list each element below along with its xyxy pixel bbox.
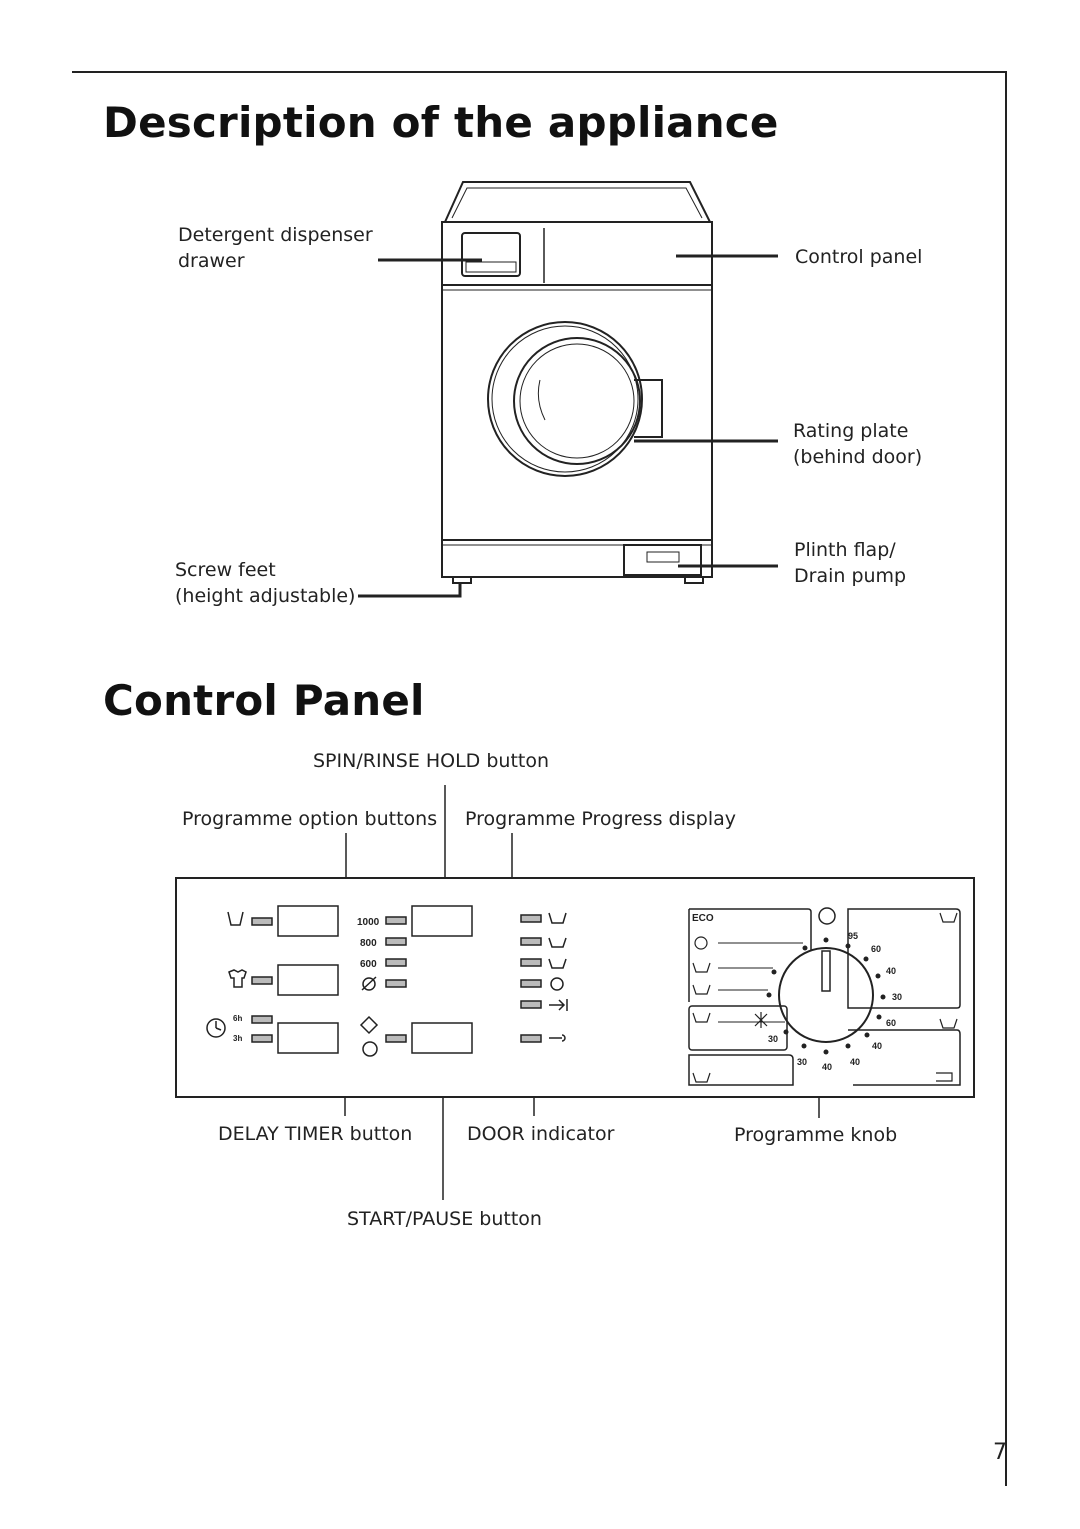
knob-temp-40a: 40	[886, 966, 896, 976]
door-outer	[487, 321, 643, 477]
spin-speed-600: 600	[360, 959, 377, 970]
delay-6h: 6h	[233, 1014, 242, 1023]
label-delay-timer: DELAY TIMER button	[218, 1123, 413, 1145]
cotton-icon	[939, 912, 958, 923]
wool-icon	[692, 1072, 711, 1083]
delay-3h: 3h	[233, 1034, 242, 1043]
page-frame-top	[72, 71, 1007, 73]
programme-box-right	[847, 908, 961, 1009]
handwash-icon	[692, 1012, 711, 1023]
control-panel-outline	[175, 877, 975, 1098]
synthetics-icon	[939, 1018, 958, 1029]
rinse-icon	[692, 984, 711, 995]
page-number: 7	[993, 1440, 1007, 1465]
start-icon	[359, 1015, 379, 1035]
door-key-icon	[549, 1034, 566, 1042]
eco-label: ECO	[692, 913, 714, 924]
drain-icon	[936, 1072, 953, 1082]
label-programme-knob: Programme knob	[734, 1124, 898, 1146]
screw-foot-right	[684, 576, 704, 584]
knob-temp-30c: 30	[797, 1057, 807, 1067]
spin-speed-800: 800	[360, 938, 377, 949]
page-frame-right	[1005, 71, 1007, 1486]
label-door-indicator: DOOR indicator	[467, 1123, 615, 1145]
prewash-icon	[227, 911, 244, 926]
knob-temp-60a: 60	[871, 944, 881, 954]
knob-dots	[766, 937, 886, 1055]
no-spin-icon	[362, 977, 376, 991]
label-rating-plate: Rating plate (behind door)	[793, 420, 923, 468]
start-pause-button	[411, 1022, 473, 1054]
knob-temp-30b: 30	[768, 1034, 778, 1044]
label-progress-display: Programme Progress display	[465, 808, 736, 830]
delicate-icon	[692, 962, 711, 973]
label-plinth-flap: Plinth flap/ Drain pump	[794, 539, 907, 587]
knob-temp-40b: 40	[872, 1041, 882, 1051]
programme-icons	[692, 912, 958, 1083]
programme-knob	[778, 947, 874, 1043]
shirt-icon	[228, 969, 247, 988]
door-handle	[634, 379, 663, 438]
pause-icon	[362, 1041, 378, 1057]
label-detergent-drawer: Detergent dispenser drawer	[178, 224, 373, 272]
machine-body	[441, 221, 713, 578]
section-title-appliance: Description of the appliance	[103, 98, 779, 147]
cold-wash-icon	[754, 1012, 768, 1028]
spin-rinse-hold-button	[411, 905, 473, 937]
door-indicator-led	[520, 1034, 542, 1043]
knob-temp-95: 95	[848, 931, 858, 941]
label-spin-rinse-hold: SPIN/RINSE HOLD button	[313, 750, 550, 772]
knob-temp-60b: 60	[886, 1018, 896, 1028]
delay-timer-button	[277, 1022, 339, 1054]
programme-indicator-light	[818, 907, 836, 925]
screw-foot-left	[452, 576, 472, 584]
end-progress-icon	[549, 999, 568, 1011]
label-option-buttons: Programme option buttons	[182, 808, 438, 830]
spin-icon	[694, 936, 708, 950]
knob-temp-40c: 40	[850, 1057, 860, 1067]
label-screw-feet: Screw feet (height adjustable)	[175, 559, 356, 607]
washing-machine-illustration	[358, 181, 778, 598]
panel-controls	[206, 905, 961, 1086]
label-control-panel: Control panel	[795, 246, 923, 268]
label-start-pause: START/PAUSE button	[347, 1208, 542, 1230]
wash-progress-icon	[548, 937, 567, 948]
spin-progress-icon	[550, 977, 564, 991]
knob-temp-40d: 40	[822, 1062, 832, 1072]
prewash-progress-icon	[548, 912, 567, 924]
section-title-control-panel: Control Panel	[103, 676, 425, 725]
option-button-1	[277, 905, 339, 937]
plinth-flap	[623, 544, 702, 576]
rinse-progress-icon	[548, 958, 567, 969]
spin-speed-1000: 1000	[357, 917, 380, 928]
programme-box-left	[689, 908, 812, 950]
clock-icon	[206, 1018, 226, 1038]
dispenser-drawer	[461, 232, 521, 277]
knob-temp-30a: 30	[892, 992, 902, 1002]
option-button-2	[277, 964, 339, 996]
